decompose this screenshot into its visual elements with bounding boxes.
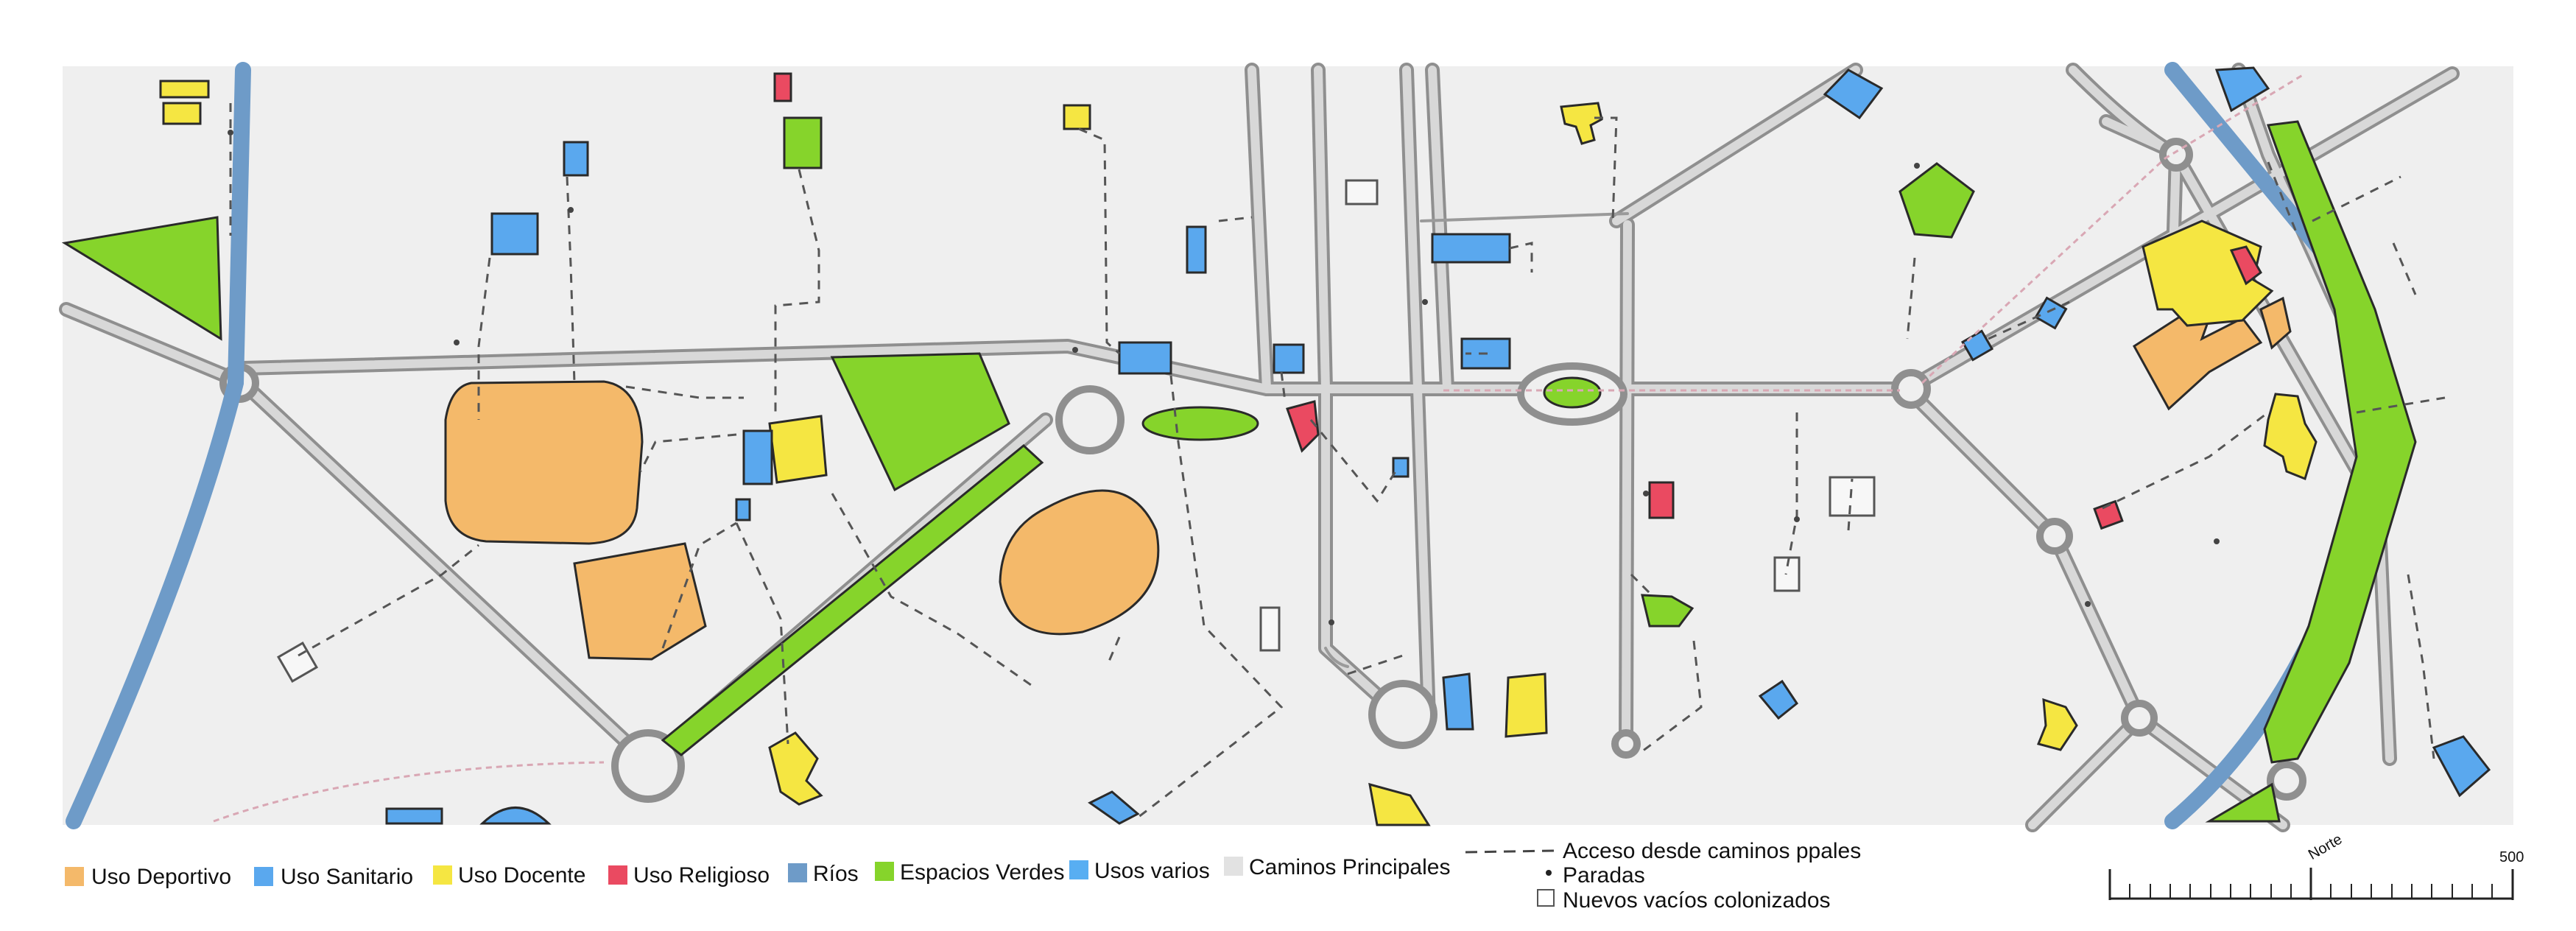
education-south-center: [1368, 782, 1431, 826]
legend-label-stops: Paradas: [1563, 863, 1645, 888]
education-large-east: [2142, 219, 2274, 327]
legend-access-line-icon: [1465, 849, 1555, 854]
legend-label-education: Uso Docente: [458, 863, 585, 888]
education-nw-1: [159, 80, 210, 99]
religious-south-road: [1648, 481, 1675, 519]
river-west: [66, 62, 251, 829]
green-corner-se: [2205, 782, 2281, 823]
health-east-mid: [1758, 679, 1799, 720]
religious-green-area: [783, 116, 823, 169]
sports-areas: [444, 296, 2292, 661]
void-south-1: [1259, 606, 1281, 652]
health-north-east: [1823, 68, 1884, 120]
north-label-icon: Norte: [2306, 831, 2345, 863]
health-east-1: [2034, 296, 2068, 330]
health-center-north: [1431, 233, 1511, 264]
green-block-ne: [1898, 162, 1975, 239]
legend-label-main-roads: Caminos Principales: [1249, 855, 1450, 879]
legend-label-health: Uso Sanitario: [281, 865, 413, 889]
green-strip-east-road: [1141, 406, 1259, 441]
health-small-east-road: [1273, 343, 1305, 374]
legend-label-religious: Uso Religioso: [633, 863, 770, 888]
stop-dot-icon: [1546, 870, 1552, 876]
religious-south-east: [2093, 499, 2124, 530]
green-park-west: [61, 216, 222, 341]
sports-track-center: [999, 489, 1160, 636]
stops: [228, 130, 2220, 625]
health-buildings: [385, 66, 2491, 825]
education-center-block: [768, 415, 828, 484]
health-nw: [563, 141, 589, 177]
green-riverbank-east: [2263, 120, 2417, 764]
legend-swatch-religious: [608, 865, 627, 885]
green-small-center: [1641, 594, 1695, 628]
legend-swatch-health: [254, 867, 273, 886]
health-small-mid: [1392, 457, 1410, 478]
health-south-center-2: [1088, 790, 1140, 825]
health-center-1: [742, 429, 773, 485]
access-lines: [229, 103, 2446, 819]
legend-swatch-sports: [65, 867, 84, 886]
legend-label-voids: Nuevos vacíos colonizados: [1563, 888, 1831, 913]
legend-label-sports: Uso Deportivo: [91, 865, 231, 889]
legend: Uso Deportivo Uso Sanitario Uso Docente …: [65, 839, 1861, 913]
green-strip-diagonal: [661, 444, 1044, 756]
legend-label-rivers: Ríos: [813, 862, 859, 886]
education-south-east: [2036, 698, 2078, 751]
religious-east: [2229, 245, 2262, 286]
education-buildings: [159, 80, 2318, 826]
religious-buildings: [773, 72, 2262, 530]
education-south-block: [768, 731, 823, 806]
religious-top: [773, 72, 792, 102]
education-north-block: [1560, 102, 1603, 145]
health-road-north: [1118, 341, 1172, 375]
legend-swatch-rivers: [788, 863, 807, 882]
legend-label-varios: Usos varios: [1094, 859, 1210, 883]
legend-label-green: Espacios Verdes: [900, 860, 1064, 885]
new-voids: [276, 179, 1876, 684]
health-south-west-1: [385, 807, 443, 825]
health-south-west-2: [479, 807, 552, 825]
legend-swatch-education: [433, 865, 452, 885]
religious-center: [1286, 400, 1320, 453]
scale-bar: [2108, 868, 2514, 900]
health-west: [490, 212, 539, 256]
sports-small-east: [2259, 296, 2292, 350]
legend-swatch-main-roads: [1224, 857, 1243, 876]
health-east-corner: [2432, 735, 2491, 798]
scale-max-label: 500: [2499, 849, 2524, 865]
education-top-center: [1063, 104, 1091, 130]
green-park-center: [830, 352, 1010, 492]
health-center-2: [735, 498, 751, 521]
pink-paths: [213, 72, 2306, 823]
health-north-corner: [2214, 66, 2270, 113]
health-south-center: [1442, 672, 1474, 731]
green-spaces: [61, 120, 2417, 823]
void-east-1: [1829, 476, 1876, 517]
education-nw-2: [162, 102, 202, 125]
legend-label-access: Acceso desde caminos ppales: [1563, 839, 1861, 863]
sports-block-southwest: [573, 542, 707, 661]
void-center-north: [1345, 179, 1379, 205]
green-roundabout: [1543, 376, 1602, 409]
void-west: [276, 641, 319, 684]
sports-stadium-west: [444, 380, 644, 545]
education-east-mid: [2263, 393, 2318, 481]
legend-swatch-green: [875, 862, 894, 881]
education-block-south-center: [1505, 672, 1548, 738]
legend-swatch-varios: [1069, 860, 1088, 879]
empty-square-icon: [1537, 889, 1555, 907]
health-vertical: [1186, 225, 1207, 274]
